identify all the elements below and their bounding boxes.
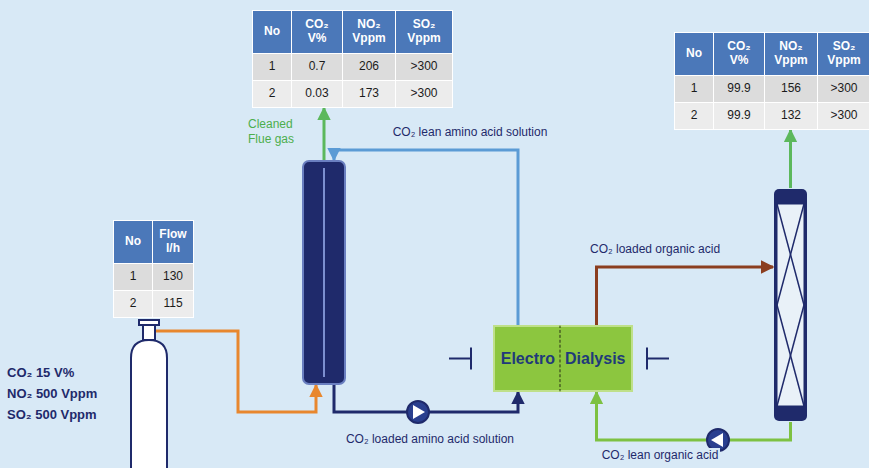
table-header: CO₂ V% xyxy=(292,11,342,53)
column-shape xyxy=(302,160,346,385)
table-cell: 130 xyxy=(153,264,193,290)
table-header: No xyxy=(675,33,713,75)
table-header: SO₂ Vppm xyxy=(396,11,452,53)
table-header: No xyxy=(253,11,291,53)
lean-acid-line xyxy=(597,392,791,440)
table-cell: 2 xyxy=(253,81,291,107)
table-cell: >300 xyxy=(818,103,869,129)
table-cell: 2 xyxy=(114,291,152,317)
flow-label: CO₂ loaded amino acid solution xyxy=(344,432,516,447)
table-cell: >300 xyxy=(396,81,452,107)
table-cell: 206 xyxy=(343,54,395,80)
table-cell: 99.9 xyxy=(714,76,764,102)
cell-name: Dialysis xyxy=(565,350,625,368)
table-cell: >300 xyxy=(396,54,452,80)
table-cell: 1 xyxy=(675,76,713,102)
flow-label: Cleaned Flue gas xyxy=(246,117,316,147)
table-header: SO₂ Vppm xyxy=(818,33,869,75)
electrodialysis-cell: Electro xyxy=(493,325,560,392)
table-cell: 99.9 xyxy=(714,103,764,129)
pump-symbol xyxy=(407,401,429,423)
table-header: NO₂ Vppm xyxy=(765,33,817,75)
gas-composition: CO₂ 15 V% xyxy=(7,362,119,383)
table-cell: 156 xyxy=(765,76,817,102)
lean-solvent-line xyxy=(334,150,518,325)
electrodialysis-cell: Dialysis xyxy=(560,325,633,392)
gas-composition: SO₂ 500 Vppm xyxy=(7,404,119,425)
column-shape xyxy=(773,188,808,422)
loaded-acid-line xyxy=(597,267,774,325)
table-cell: 1 xyxy=(114,264,152,290)
table-cell: 115 xyxy=(153,291,193,317)
flow-label: CO₂ lean amino acid solution xyxy=(391,125,550,140)
table-cell: 2 xyxy=(675,103,713,129)
cell-name: Electro xyxy=(501,350,555,368)
electrode-symbol xyxy=(449,348,471,370)
product-gas-table: NoCO₂ V%NO₂ VppmSO₂ Vppm 199.9156>300 299.… xyxy=(674,32,869,130)
table-header: CO₂ V% xyxy=(714,33,764,75)
gas-cylinder: CO₂ 15 V%NO₂ 500 VppmSO₂ 500 Vppm xyxy=(5,318,170,468)
flow-label: CO₂ loaded organic acid xyxy=(588,242,722,257)
product-gas-line xyxy=(789,130,792,188)
table-cell: 132 xyxy=(765,103,817,129)
table-header: NO₂ Vppm xyxy=(343,11,395,53)
desorber-column xyxy=(773,188,808,422)
outlet-gas-table: NoCO₂ V%NO₂ VppmSO₂ Vppm 10.7206>300 20.03… xyxy=(252,10,453,108)
flow-table: NoFlow l/h11302115 xyxy=(113,220,194,318)
absorber-column xyxy=(302,160,346,385)
table-header: Flow l/h xyxy=(153,221,193,263)
table-cell: 173 xyxy=(343,81,395,107)
table-cell: 1 xyxy=(253,54,291,80)
feed-gas-line xyxy=(170,331,316,412)
table-cell: 0.7 xyxy=(292,54,342,80)
table-cell: >300 xyxy=(818,76,869,102)
electrode-symbol xyxy=(647,348,669,370)
clean-gas-line xyxy=(323,108,326,160)
table-header: No xyxy=(114,221,152,263)
flow-label: CO₂ lean organic acid xyxy=(600,448,721,463)
table-cell: 0.03 xyxy=(292,81,342,107)
gas-composition: NO₂ 500 Vppm xyxy=(7,383,119,404)
